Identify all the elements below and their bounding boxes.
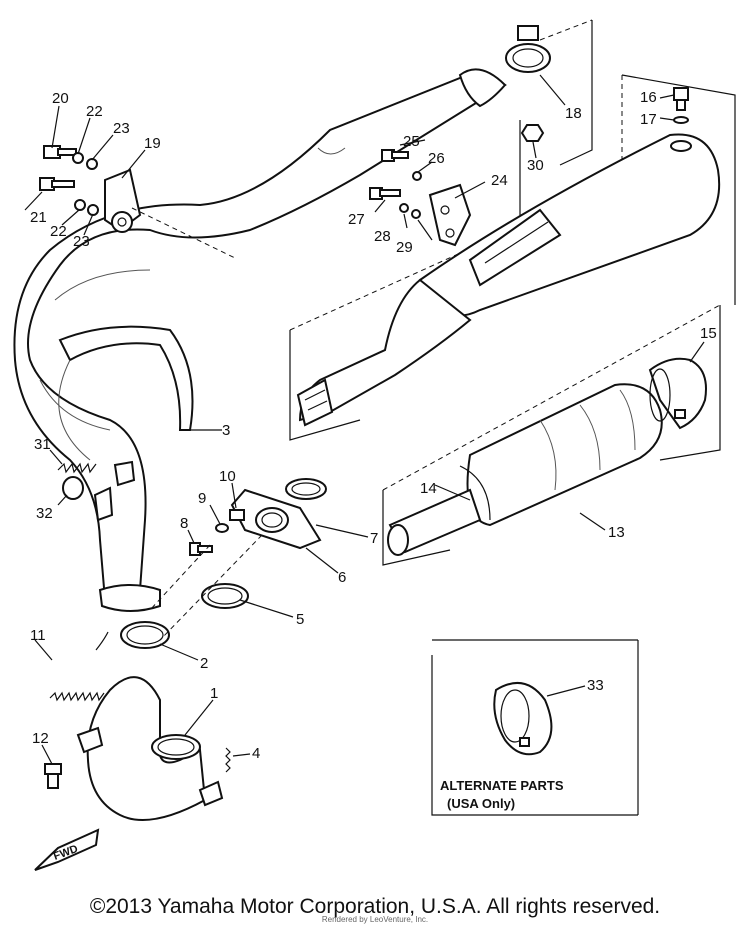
callout-3: 3 [222, 422, 230, 439]
callout-18: 18 [565, 105, 582, 122]
callout-15: 15 [700, 325, 717, 342]
callout-9: 9 [198, 490, 206, 507]
callout-23-lower: 23 [73, 233, 90, 250]
spring-4 [225, 747, 231, 773]
callout-6: 6 [338, 569, 346, 586]
callout-labels: 20 22 23 19 21 22 23 18 25 26 24 27 28 2… [30, 89, 717, 762]
callout-27: 27 [348, 211, 365, 228]
callout-32: 32 [36, 505, 53, 522]
callout-28: 28 [374, 228, 391, 245]
leader-lines [24, 74, 705, 765]
callout-22-upper: 22 [86, 103, 103, 120]
callout-5: 5 [296, 611, 304, 628]
callout-33: 33 [587, 677, 604, 694]
callout-16: 16 [640, 89, 657, 106]
spring-31 [57, 462, 97, 474]
alternate-parts-frame [431, 639, 639, 816]
callout-1: 1 [210, 685, 218, 702]
washer-9 [215, 523, 229, 533]
exhaust-flange [230, 488, 322, 550]
spring-11 [49, 631, 109, 702]
callout-13: 13 [608, 524, 625, 541]
fwd-label: FWD [52, 843, 80, 863]
callout-22-lower: 22 [50, 223, 67, 240]
bolt-8 [189, 542, 213, 556]
callout-14: 14 [420, 480, 437, 497]
copyright-notice: ©2013 Yamaha Motor Corporation, U.S.A. A… [89, 895, 661, 918]
lower-bolt-set [39, 177, 99, 216]
callout-7: 7 [370, 530, 378, 547]
callout-17: 17 [640, 111, 657, 128]
silencer-unit [387, 383, 663, 556]
callout-4: 4 [252, 745, 260, 762]
muffler-body [296, 133, 721, 427]
callout-29: 29 [396, 239, 413, 256]
callout-2: 2 [200, 655, 208, 672]
gasket-7 [285, 478, 327, 500]
callout-21: 21 [30, 209, 47, 226]
callout-26: 26 [428, 150, 445, 167]
stay-bolt-set [369, 149, 422, 219]
callout-24: 24 [491, 172, 508, 189]
callout-30: 30 [527, 157, 544, 174]
callout-23-upper: 23 [113, 120, 130, 137]
front-mount-bracket [104, 168, 236, 259]
lock-plate-10 [229, 509, 245, 521]
callout-8: 8 [180, 515, 188, 532]
callout-19: 19 [144, 135, 161, 152]
callout-12: 12 [32, 730, 49, 747]
callout-11: 11 [30, 627, 46, 644]
muffler-stay-bracket [428, 183, 472, 247]
gasket-5 [201, 583, 249, 609]
callout-20: 20 [52, 90, 69, 107]
tail-cap [648, 357, 707, 430]
upper-bolt-set [43, 145, 98, 170]
plug-12 [44, 763, 62, 789]
damper-32 [62, 460, 136, 522]
silencer-assembly-frame [382, 304, 721, 566]
alternate-tail-cap [493, 681, 553, 756]
callout-10: 10 [219, 468, 236, 485]
nut-30 [520, 124, 545, 142]
alternate-parts-title: ALTERNATE PARTS [440, 778, 564, 793]
callout-25: 25 [403, 133, 420, 150]
fwd-arrow-icon: FWD [34, 828, 100, 871]
alternate-parts-subtitle: (USA Only) [447, 796, 515, 811]
bolt-16-washer-17 [670, 87, 692, 152]
render-watermark: Rendered by LeoVenture, Inc. [321, 915, 429, 924]
gasket-2 [120, 621, 170, 649]
pipe-clamp [505, 25, 551, 73]
callout-31: 31 [34, 436, 51, 453]
elbow-pipe [76, 676, 224, 821]
